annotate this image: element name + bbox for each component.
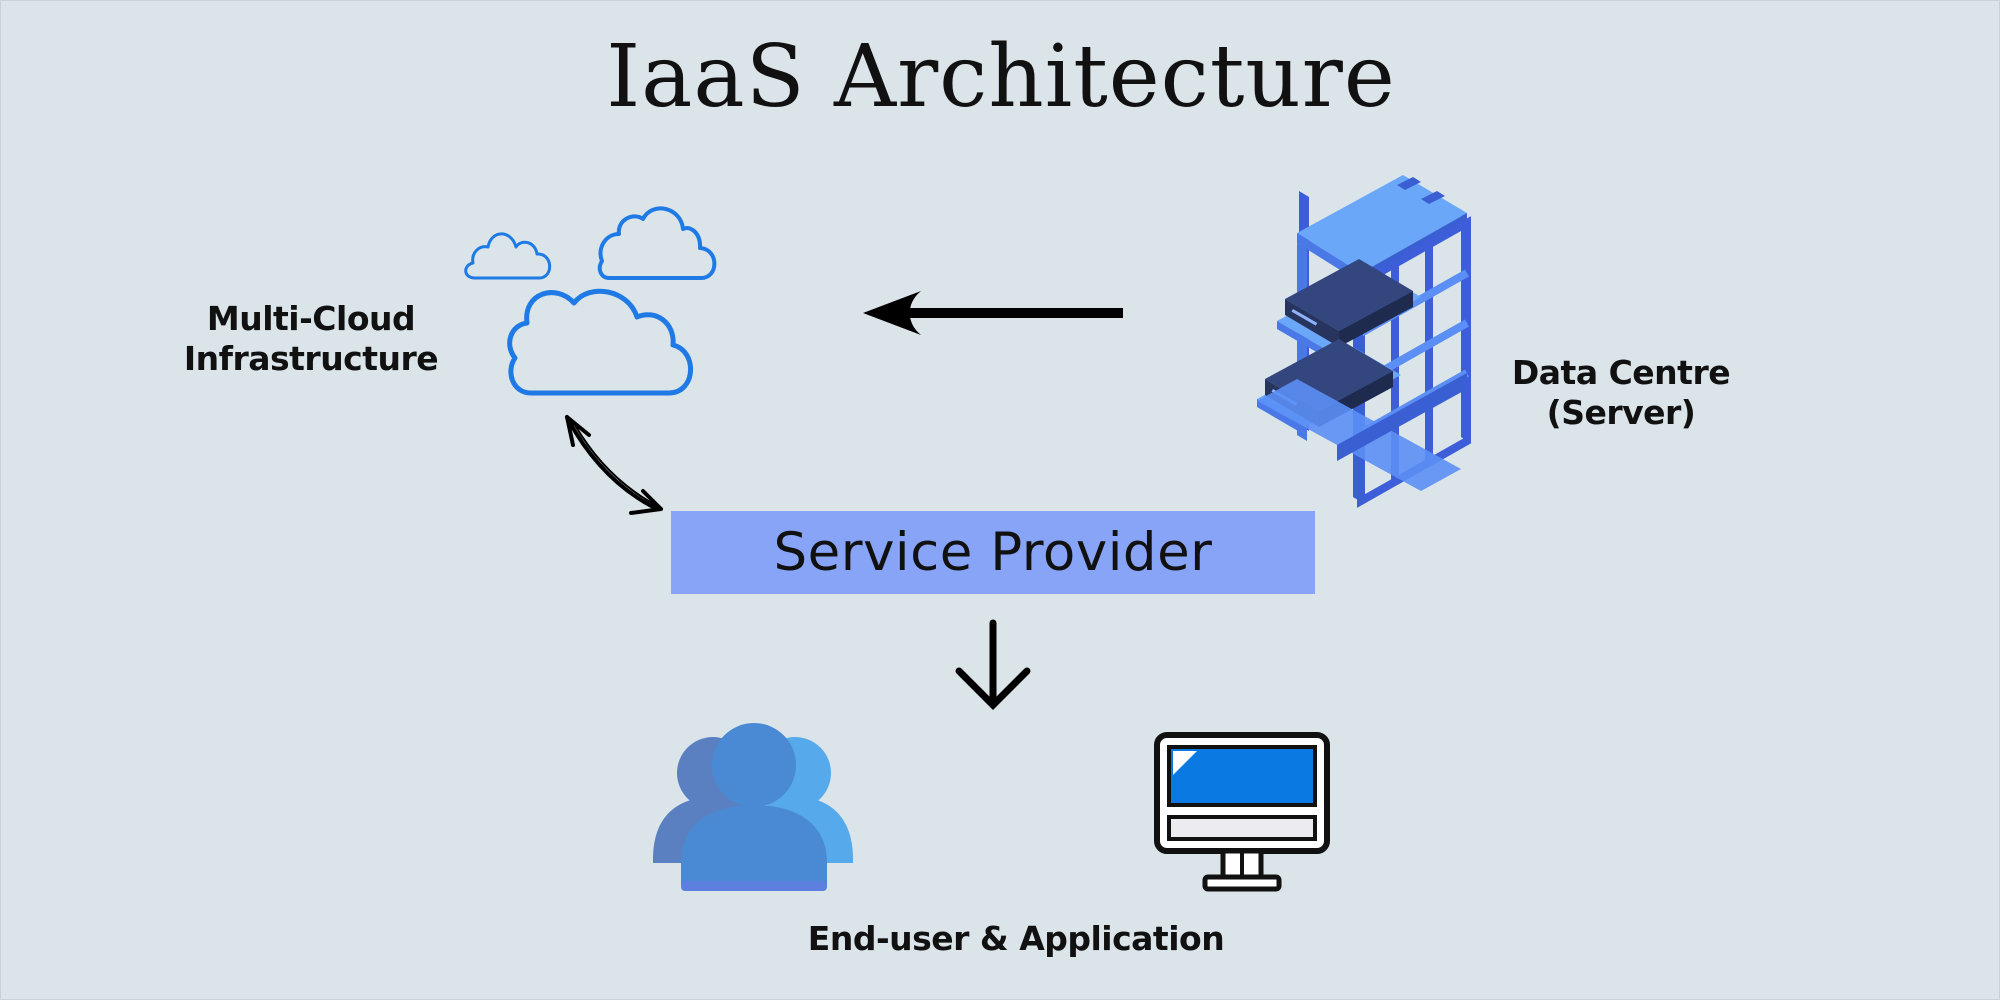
datacentre-label-line-2: (Server)	[1546, 393, 1696, 432]
service-provider-label: Service Provider	[773, 522, 1213, 583]
users-icon	[653, 723, 853, 891]
arrow-left-icon	[863, 291, 1123, 335]
large-cloud-icon	[507, 288, 693, 396]
arrow-down-icon	[955, 619, 1031, 710]
enduser-label: End-user & Application	[807, 919, 1225, 958]
medium-cloud-icon	[597, 206, 717, 280]
datacentre-label: Data Centre (Server)	[1496, 353, 1746, 433]
multicloud-label: Multi-Cloud Infrastructure	[171, 299, 451, 379]
small-cloud-icon	[464, 232, 552, 280]
server-rack-icon	[1257, 175, 1471, 508]
multicloud-label-line-2: Infrastructure	[183, 339, 439, 378]
datacentre-label-line-1: Data Centre	[1511, 353, 1731, 392]
multicloud-label-line-1: Multi-Cloud	[206, 299, 416, 338]
cloud-icon	[464, 206, 717, 396]
service-provider-box: Service Provider	[671, 511, 1315, 594]
monitor-icon	[1154, 732, 1330, 892]
diagram-title: IaaS Architecture	[606, 27, 1396, 127]
curved-double-arrow-icon	[565, 415, 663, 515]
